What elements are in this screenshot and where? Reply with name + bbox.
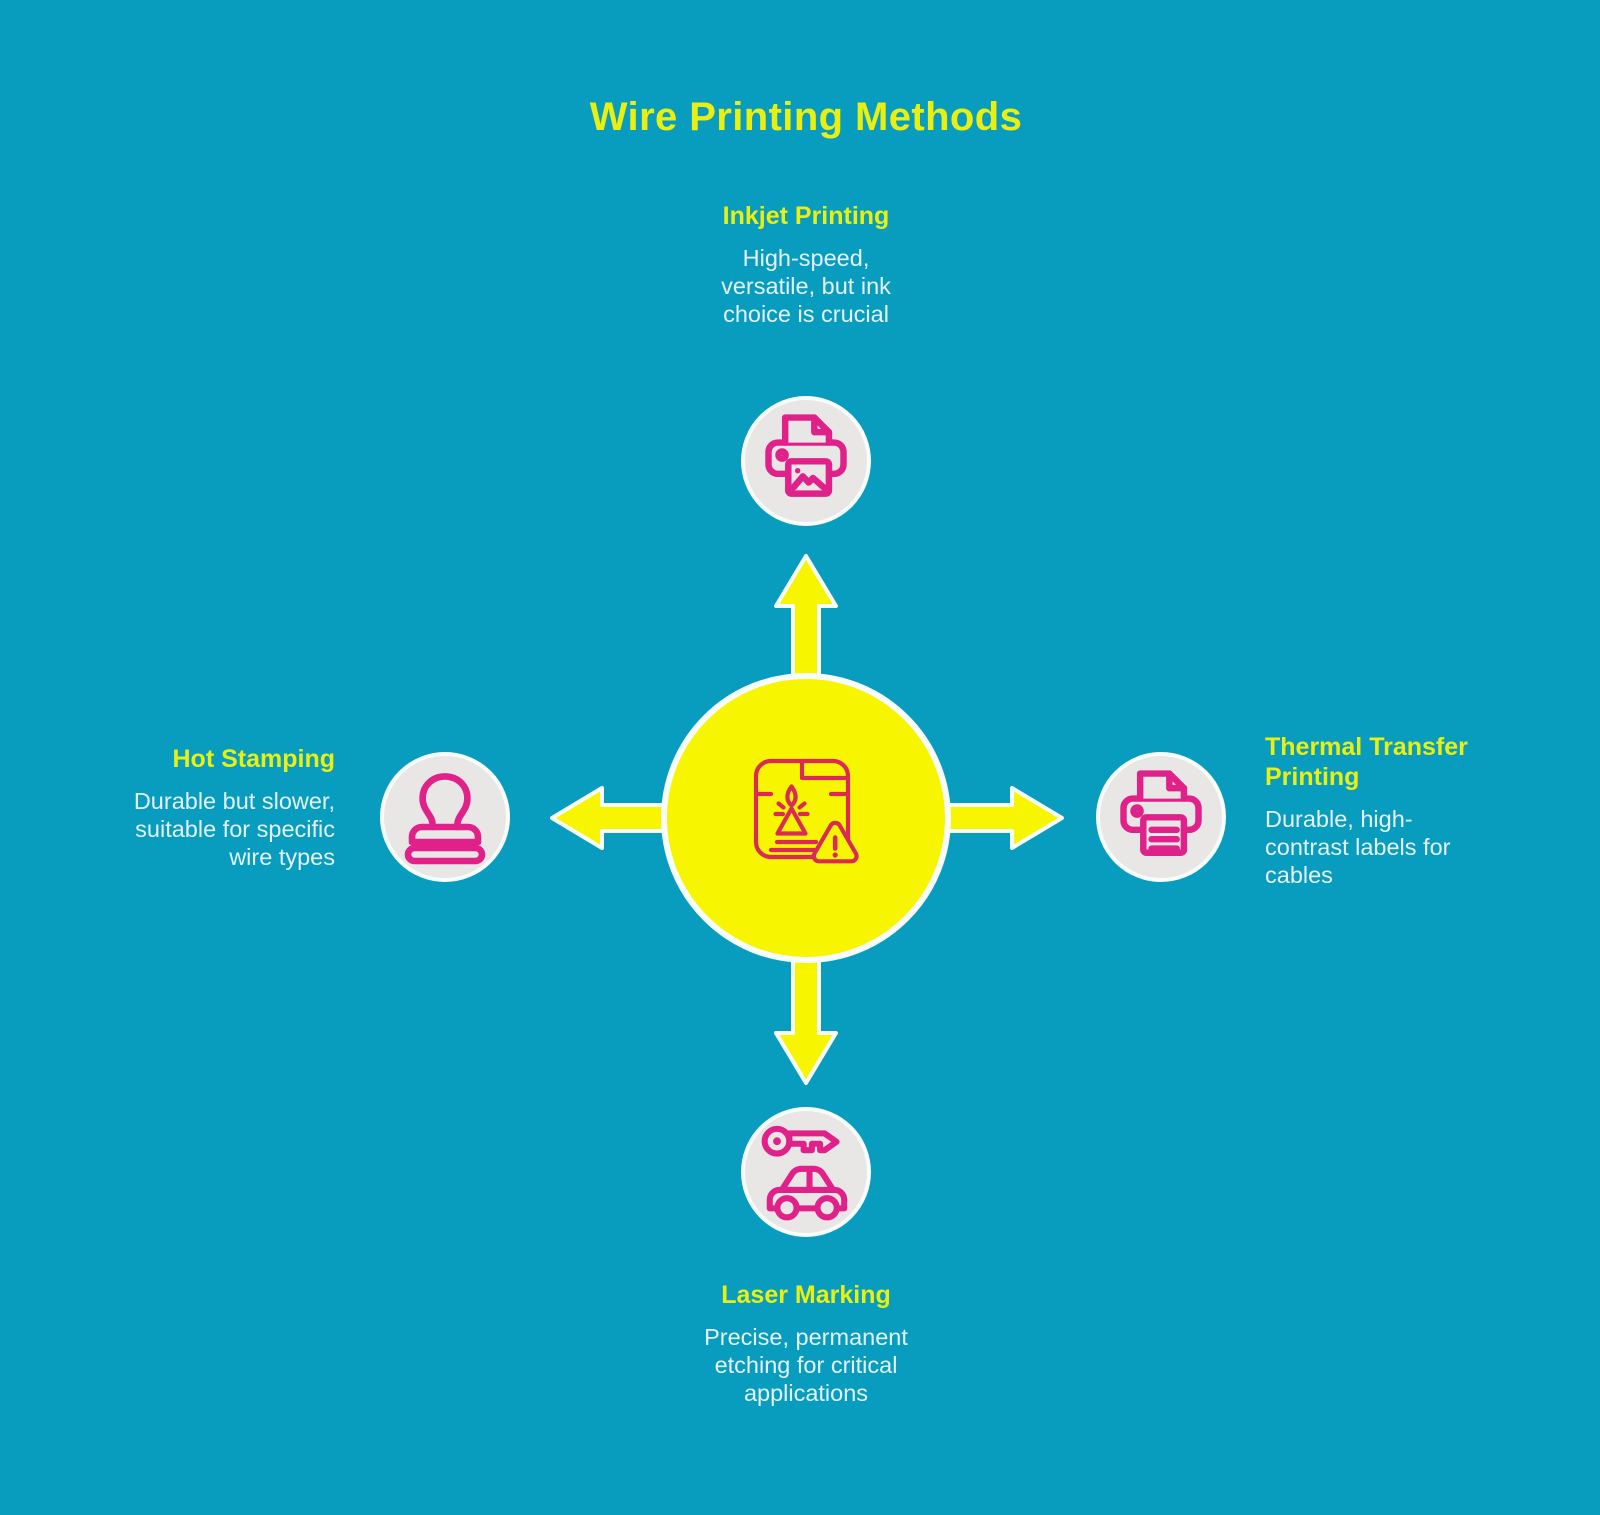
stamp-icon [404,773,486,865]
node-text-hot-stamping: Hot Stamping Durable but slower, suitabl… [60,744,335,871]
node-text-thermal: Thermal Transfer Printing Durable, high-… [1265,732,1515,889]
page-title: Wire Printing Methods [589,95,1023,139]
node-description: Durable, high- contrast labels for cable… [1265,806,1451,888]
node-text-laser: Laser Marking Precise, permanent etching… [606,1280,1006,1407]
node-label: Hot Stamping [172,745,336,773]
inkjet-printer-icon [765,414,847,497]
node-label: Laser Marking [721,1281,891,1309]
node-description: High-speed, versatile, but ink choice is… [721,245,891,327]
node-label: Thermal Transfer Printing [1265,733,1468,791]
center-circle [661,673,951,963]
node-description: Precise, permanent etching for critical … [704,1324,908,1406]
3d-printer-warning-icon [753,758,859,864]
car-key-icon [761,1125,848,1221]
thermal-printer-icon [1120,770,1202,856]
node-label: Inkjet Printing [722,202,890,230]
node-circle-thermal [1096,752,1226,882]
node-circle-laser [741,1107,871,1237]
node-circle-inkjet [741,396,871,526]
node-text-inkjet: Inkjet Printing High-speed, versatile, b… [606,201,1006,328]
node-description: Durable but slower, suitable for specifi… [133,788,335,870]
node-circle-hot-stamping [380,752,510,882]
